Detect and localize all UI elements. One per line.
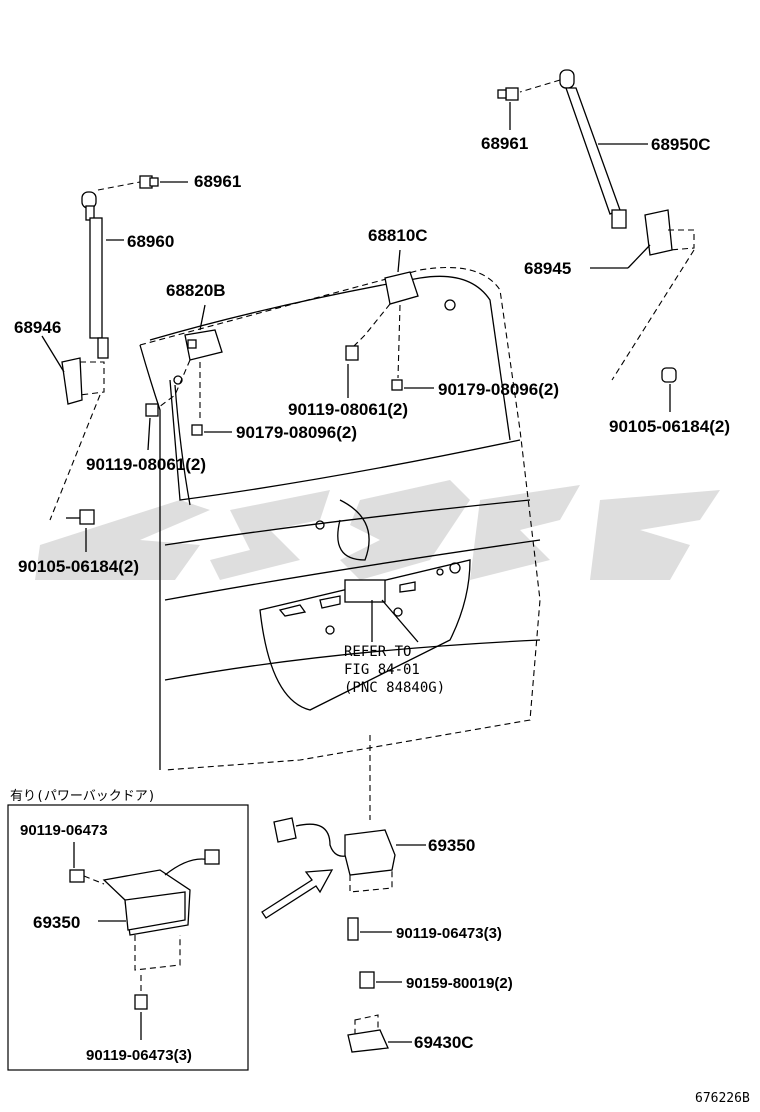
label-68961-right: 68961 (481, 134, 528, 153)
watermark-logo (35, 480, 720, 580)
label-90119-06473: 90119-06473(3) (396, 925, 502, 942)
label-90119-08061-b: 90119-08061(2) (86, 455, 206, 474)
label-90105-06184-right: 90105-06184(2) (609, 417, 730, 436)
label-68820B: 68820B (166, 281, 226, 300)
inset-latch-motor (69, 842, 220, 1040)
gas-strut-68950C (497, 69, 648, 229)
label-90105-06184-left: 90105-06184(2) (18, 557, 139, 576)
label-68960: 68960 (127, 232, 174, 251)
label-68810C: 68810C (368, 226, 428, 245)
refer-line-1: REFER TO (344, 644, 411, 660)
refer-line-3: (PNC 84840G) (344, 680, 445, 696)
refer-line-2: FIG 84-01 (344, 662, 420, 678)
inset-box (7, 804, 249, 1071)
inset-title: 有り(パワーバックドア) (10, 789, 156, 804)
arrow-icon (261, 869, 334, 919)
label-68961-left: 68961 (194, 172, 241, 191)
label-90179-08096-a: 90179-08096(2) (438, 380, 559, 399)
refer-leader-right (381, 599, 419, 643)
label-68945: 68945 (524, 259, 571, 278)
bracket-68945 (590, 209, 695, 412)
gas-strut-68960 (81, 175, 188, 359)
label-68950C: 68950C (651, 135, 711, 154)
latch-69350 (273, 817, 426, 1053)
hinge-68820B (145, 304, 232, 451)
label-inset-90119-06473-top: 90119-06473 (20, 822, 108, 839)
figure-id: 676226B (695, 1091, 750, 1106)
label-inset-90119-06473-bottom: 90119-06473(3) (86, 1047, 192, 1064)
label-inset-69350: 69350 (33, 913, 80, 932)
label-69350: 69350 (428, 836, 475, 855)
hinge-68810C (345, 249, 434, 398)
label-90159-80019: 90159-80019(2) (406, 975, 513, 992)
label-90179-08096-b: 90179-08096(2) (236, 423, 357, 442)
back-door-panel (139, 267, 541, 771)
bracket-68946 (41, 335, 105, 552)
label-68946: 68946 (14, 318, 61, 337)
label-69430C: 69430C (414, 1033, 474, 1052)
label-90119-08061-a: 90119-08061(2) (288, 400, 408, 419)
